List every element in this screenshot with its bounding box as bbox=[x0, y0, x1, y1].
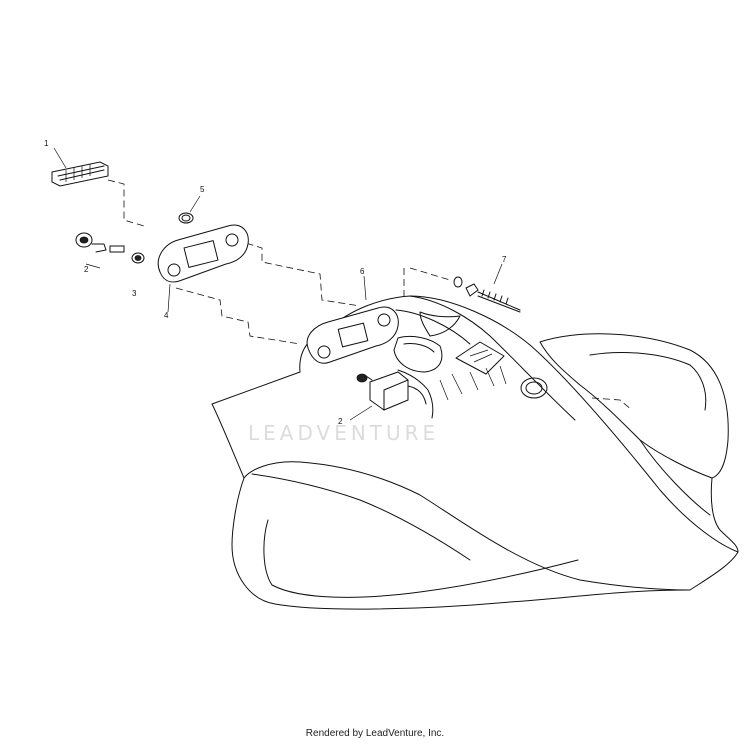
part-2-socket-lower bbox=[349, 371, 427, 421]
part-6-mounted-plate bbox=[306, 275, 399, 364]
callout-2-left: 2 bbox=[84, 265, 89, 274]
callout-4: 4 bbox=[164, 311, 169, 320]
watermark: LEADVENTURE bbox=[248, 421, 439, 445]
part-2-bulb-socket-left bbox=[75, 232, 125, 269]
part-7-bolt bbox=[453, 263, 521, 313]
callout-5: 5 bbox=[200, 185, 205, 194]
callout-2-lower: 2 bbox=[338, 417, 343, 426]
callout-3: 3 bbox=[132, 289, 137, 298]
callout-1: 1 bbox=[44, 139, 49, 148]
part-4-plate bbox=[157, 224, 249, 313]
part-3-grommet bbox=[131, 252, 145, 264]
part-5-nut bbox=[178, 195, 201, 224]
part-1-tail-light bbox=[51, 147, 109, 187]
rear-fender bbox=[211, 295, 739, 610]
footer-credit: Rendered by LeadVenture, Inc. bbox=[305, 728, 445, 739]
callouts: 1 2 3 4 5 6 2 7 bbox=[44, 139, 507, 426]
callout-6: 6 bbox=[360, 267, 365, 276]
callout-7: 7 bbox=[502, 255, 507, 264]
